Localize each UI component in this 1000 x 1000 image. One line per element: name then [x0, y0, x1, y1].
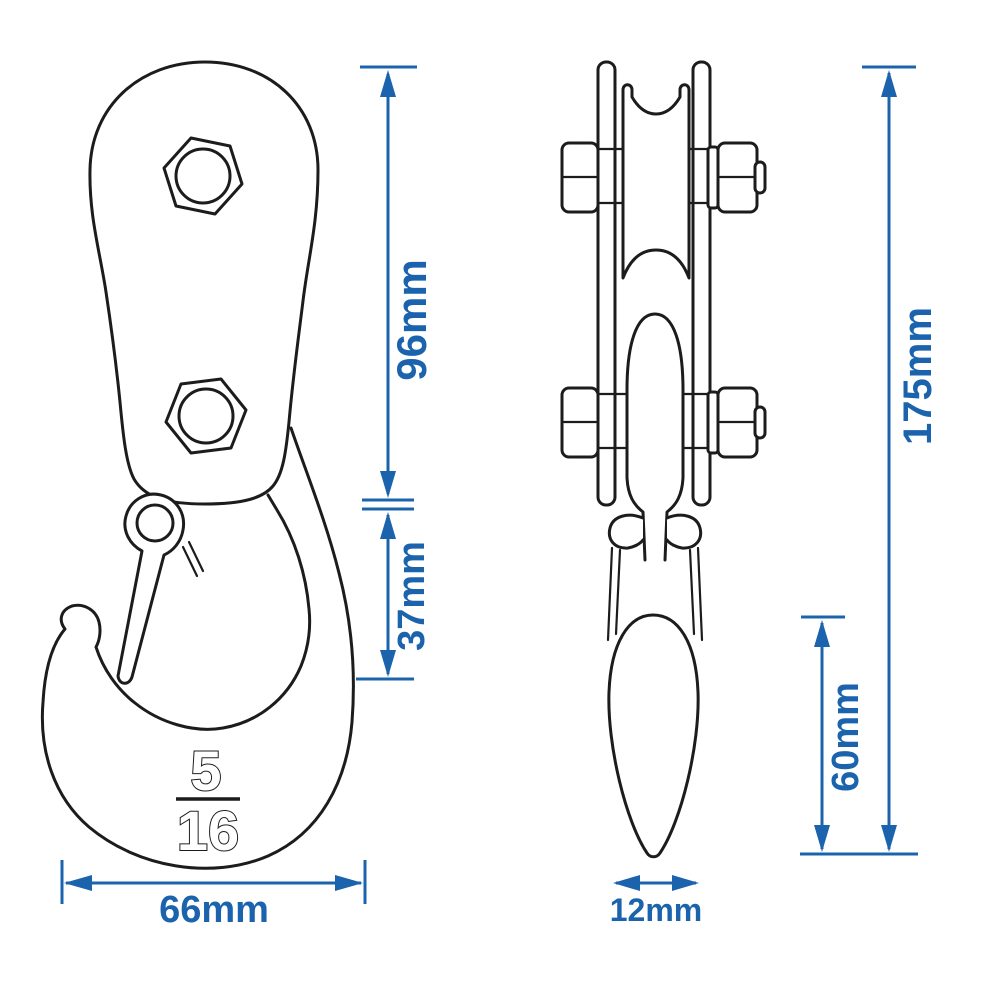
- latch-pivot-ring: [135, 503, 175, 543]
- bolt2-shaft-line: [595, 392, 712, 450]
- capacity-marking: 5 16: [176, 738, 240, 863]
- marking-numerator: 5: [190, 739, 221, 802]
- arrowhead-down: [881, 825, 897, 852]
- dimension-label: 60mm: [825, 682, 867, 792]
- dimensions: 96mm 37mm 66mm 175mm: [60, 65, 940, 931]
- side-plate-left: [596, 60, 617, 507]
- bolt-assembly-top: [560, 141, 767, 214]
- arrowhead-left: [613, 875, 640, 891]
- front-view: 5 16: [40, 60, 355, 870]
- latch-pivot-lobe-left: [607, 513, 645, 550]
- bolt-assembly-bottom: [560, 386, 767, 459]
- side-view: [560, 60, 767, 859]
- arrowhead-right: [672, 875, 699, 891]
- dimension-label: 12mm: [610, 892, 703, 928]
- safety-latch: [116, 492, 186, 685]
- bolt1-shaft-line: [595, 147, 712, 205]
- arrowhead-up: [814, 620, 830, 647]
- arrowhead-left: [64, 875, 92, 891]
- arrowhead-down: [814, 825, 830, 852]
- hex-nut-bottom-hole: [177, 387, 235, 445]
- dimension-label: 175mm: [896, 307, 940, 445]
- latch-spring-line: [187, 540, 205, 573]
- bolt-tip: [753, 160, 767, 195]
- dimension-96mm: 96mm: [360, 65, 435, 511]
- arrowhead-up: [380, 512, 396, 539]
- dimension-label: 66mm: [159, 889, 269, 931]
- dimension-175mm: 175mm: [862, 65, 940, 852]
- front-body-outline: [88, 60, 320, 506]
- arrowhead-right: [335, 875, 363, 891]
- dimension-label: 96mm: [388, 259, 435, 380]
- hex-nut-top-hole: [174, 147, 232, 205]
- dimension-60mm: 60mm: [800, 615, 918, 856]
- bolt-tip: [753, 405, 767, 440]
- front-hook-outline: [40, 426, 355, 870]
- latch-spring-line: [181, 545, 199, 578]
- latch-legs: [606, 546, 704, 642]
- marking-denominator: 16: [177, 799, 239, 862]
- dimension-37mm: 37mm: [356, 512, 433, 681]
- latch-pivot-lobe-right: [665, 513, 703, 550]
- sheave-wheel: [621, 83, 691, 280]
- arrowhead-up: [380, 70, 396, 97]
- arrowhead-down: [380, 471, 396, 498]
- dimension-66mm: 66mm: [60, 860, 367, 931]
- dimension-12mm: 12mm: [610, 875, 703, 928]
- hook-side-profile: [607, 613, 700, 859]
- arrowhead-down: [380, 650, 396, 677]
- arrowhead-up: [881, 70, 897, 97]
- dimension-label: 37mm: [391, 541, 433, 651]
- hook-shank-side: [625, 312, 685, 562]
